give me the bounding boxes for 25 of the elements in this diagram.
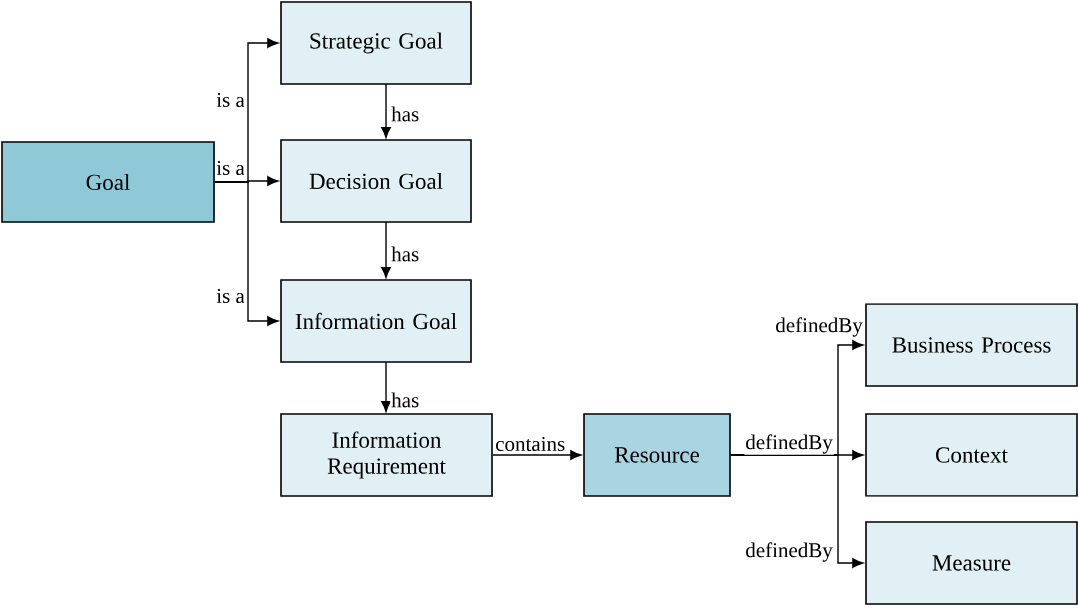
- edge-label: definedBy: [744, 541, 834, 563]
- concept-box: Information Requirement: [280, 413, 493, 497]
- edge-label: definedBy: [744, 433, 834, 455]
- arrow: [214, 181, 279, 326]
- concept-box: Measure: [865, 521, 1078, 605]
- concept-box: Strategic Goal: [280, 1, 472, 85]
- edge-label: has: [390, 105, 421, 123]
- concept-box: Decision Goal: [280, 139, 472, 223]
- edge-label: is a: [215, 159, 246, 177]
- edge-label: definedBy: [774, 316, 864, 338]
- arrow: [381, 361, 391, 413]
- concept-box: Information Goal: [280, 279, 472, 363]
- arrow: [492, 450, 582, 460]
- edge-label: is a: [215, 91, 246, 109]
- edge-label: is a: [215, 287, 246, 305]
- arrow: [381, 221, 391, 279]
- concept-box: Resource: [583, 413, 731, 497]
- concept-box: Context: [865, 413, 1078, 497]
- edge-label: has: [390, 245, 421, 263]
- concept-box: Business Process: [865, 303, 1078, 387]
- arrow: [381, 83, 391, 139]
- edge-label: contains: [494, 435, 567, 453]
- arrow: [730, 454, 864, 568]
- edge-label: has: [390, 391, 421, 409]
- concept-box: Goal: [1, 141, 215, 223]
